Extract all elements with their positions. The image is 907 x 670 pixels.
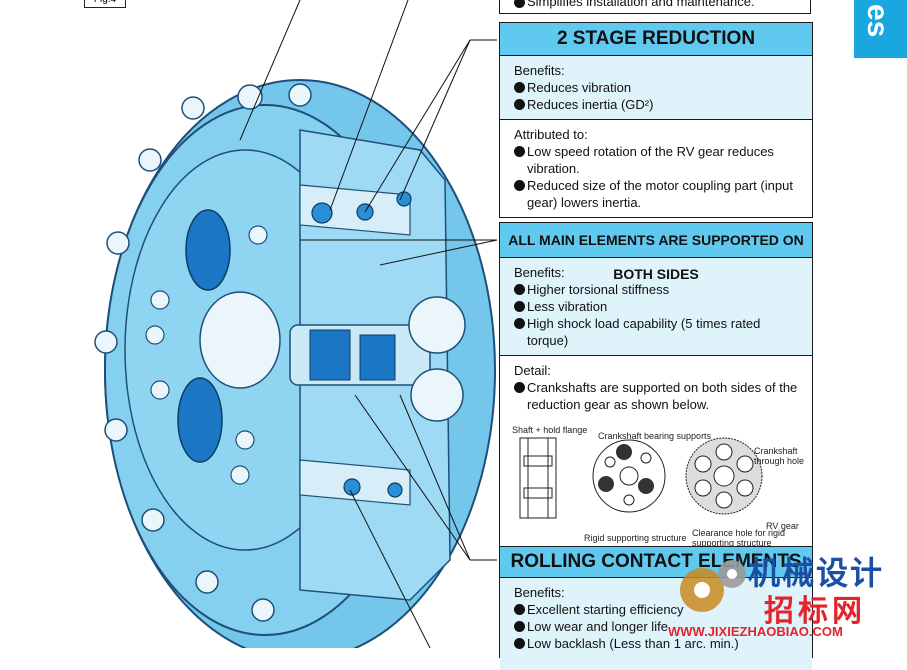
benefit-item: Low wear and longer life [514, 618, 800, 635]
previous-box-fragment: Simplifies installation and maintenance. [499, 0, 811, 14]
bullet-dot-icon [514, 604, 525, 615]
detail-item: Crankshafts are supported on both sides … [514, 379, 800, 413]
box-title: 2 STAGE REDUCTION [500, 23, 812, 56]
watermark-line2: 招标网 [764, 595, 866, 628]
bullet-dot-icon [514, 146, 525, 157]
two-stage-reduction-box: 2 STAGE REDUCTION Benefits: Reduces vibr… [499, 22, 813, 218]
benefits-section: Benefits: Reduces vibration Reduces iner… [500, 56, 812, 119]
benefits-label: Benefits: [514, 265, 565, 280]
fragment-bullet: Simplifies installation and maintenance. [514, 0, 810, 9]
bullet-dot-icon [514, 621, 525, 632]
detail-section: Detail: Crankshafts are supported on bot… [500, 355, 812, 548]
figure-label: Fig.4 [84, 0, 126, 8]
attributed-section: Attributed to: Low speed rotation of the… [500, 119, 812, 217]
benefits-label: Benefits: [514, 585, 565, 600]
bullet-dot-icon [514, 82, 525, 93]
bullet-dot-icon [514, 638, 525, 649]
crank-hole-label: Crankshaft through hole [754, 446, 805, 466]
bullet-dot-icon [514, 0, 525, 8]
bullet-dot-icon [514, 301, 525, 312]
bullet-dot-icon [514, 284, 525, 295]
benefits-section: Benefits: Higher torsional stiffness Les… [500, 258, 812, 355]
shaft-hold-label: Shaft + hold flange [512, 425, 588, 435]
attributed-item: Low speed rotation of the RV gear reduce… [514, 143, 800, 177]
bullet-dot-icon [514, 382, 525, 393]
bullet-dot-icon [514, 99, 525, 110]
benefit-item: Reduces vibration [514, 79, 800, 96]
side-tab-label: es [861, 4, 894, 38]
section-side-tab: es [854, 0, 907, 58]
rigid-structure-label: Rigid supporting structure [584, 533, 687, 543]
clearance-hole-label: Clearance hole for rigid supporting stru… [692, 528, 786, 548]
benefit-item: Reduces inertia (GD²) [514, 96, 800, 113]
detail-label: Detail: [514, 363, 551, 378]
watermark-line1: 机械设计 [748, 555, 885, 591]
benefit-item: Excellent starting efficiency [514, 601, 800, 618]
bullet-dot-icon [514, 180, 525, 191]
watermark-url: WWW.JIXIEZHAOBIAO.COM [668, 624, 843, 639]
crank-bearing-label: Crankshaft bearing supports [598, 431, 712, 441]
site-watermark: 机械设计 招标网 WWW.JIXIEZHAOBIAO.COM [668, 548, 903, 648]
benefit-item: Low backlash (Less than 1 arc. min.) [514, 635, 800, 652]
gear-logo-icon [680, 560, 746, 612]
fragment-text: Simplifies installation and maintenance. [527, 0, 755, 9]
both-sides-box: ALL MAIN ELEMENTS ARE SUPPORTED ON BOTH … [499, 222, 813, 548]
crankshaft-support-diagram [519, 437, 763, 519]
bullet-dot-icon [514, 318, 525, 329]
rv-gear-label: RV gear [766, 521, 799, 531]
box-title: ALL MAIN ELEMENTS ARE SUPPORTED ON BOTH … [500, 223, 812, 282]
benefit-item: Less vibration [514, 298, 800, 315]
benefit-item: High shock load capability (5 times rate… [514, 315, 800, 349]
benefit-item: Higher torsional stiffness [514, 281, 800, 298]
rv-reducer-cutaway-illustration [94, 0, 498, 648]
attributed-item: Reduced size of the motor coupling part … [514, 177, 800, 211]
attributed-label: Attributed to: [514, 127, 588, 142]
benefits-label: Benefits: [514, 63, 565, 78]
